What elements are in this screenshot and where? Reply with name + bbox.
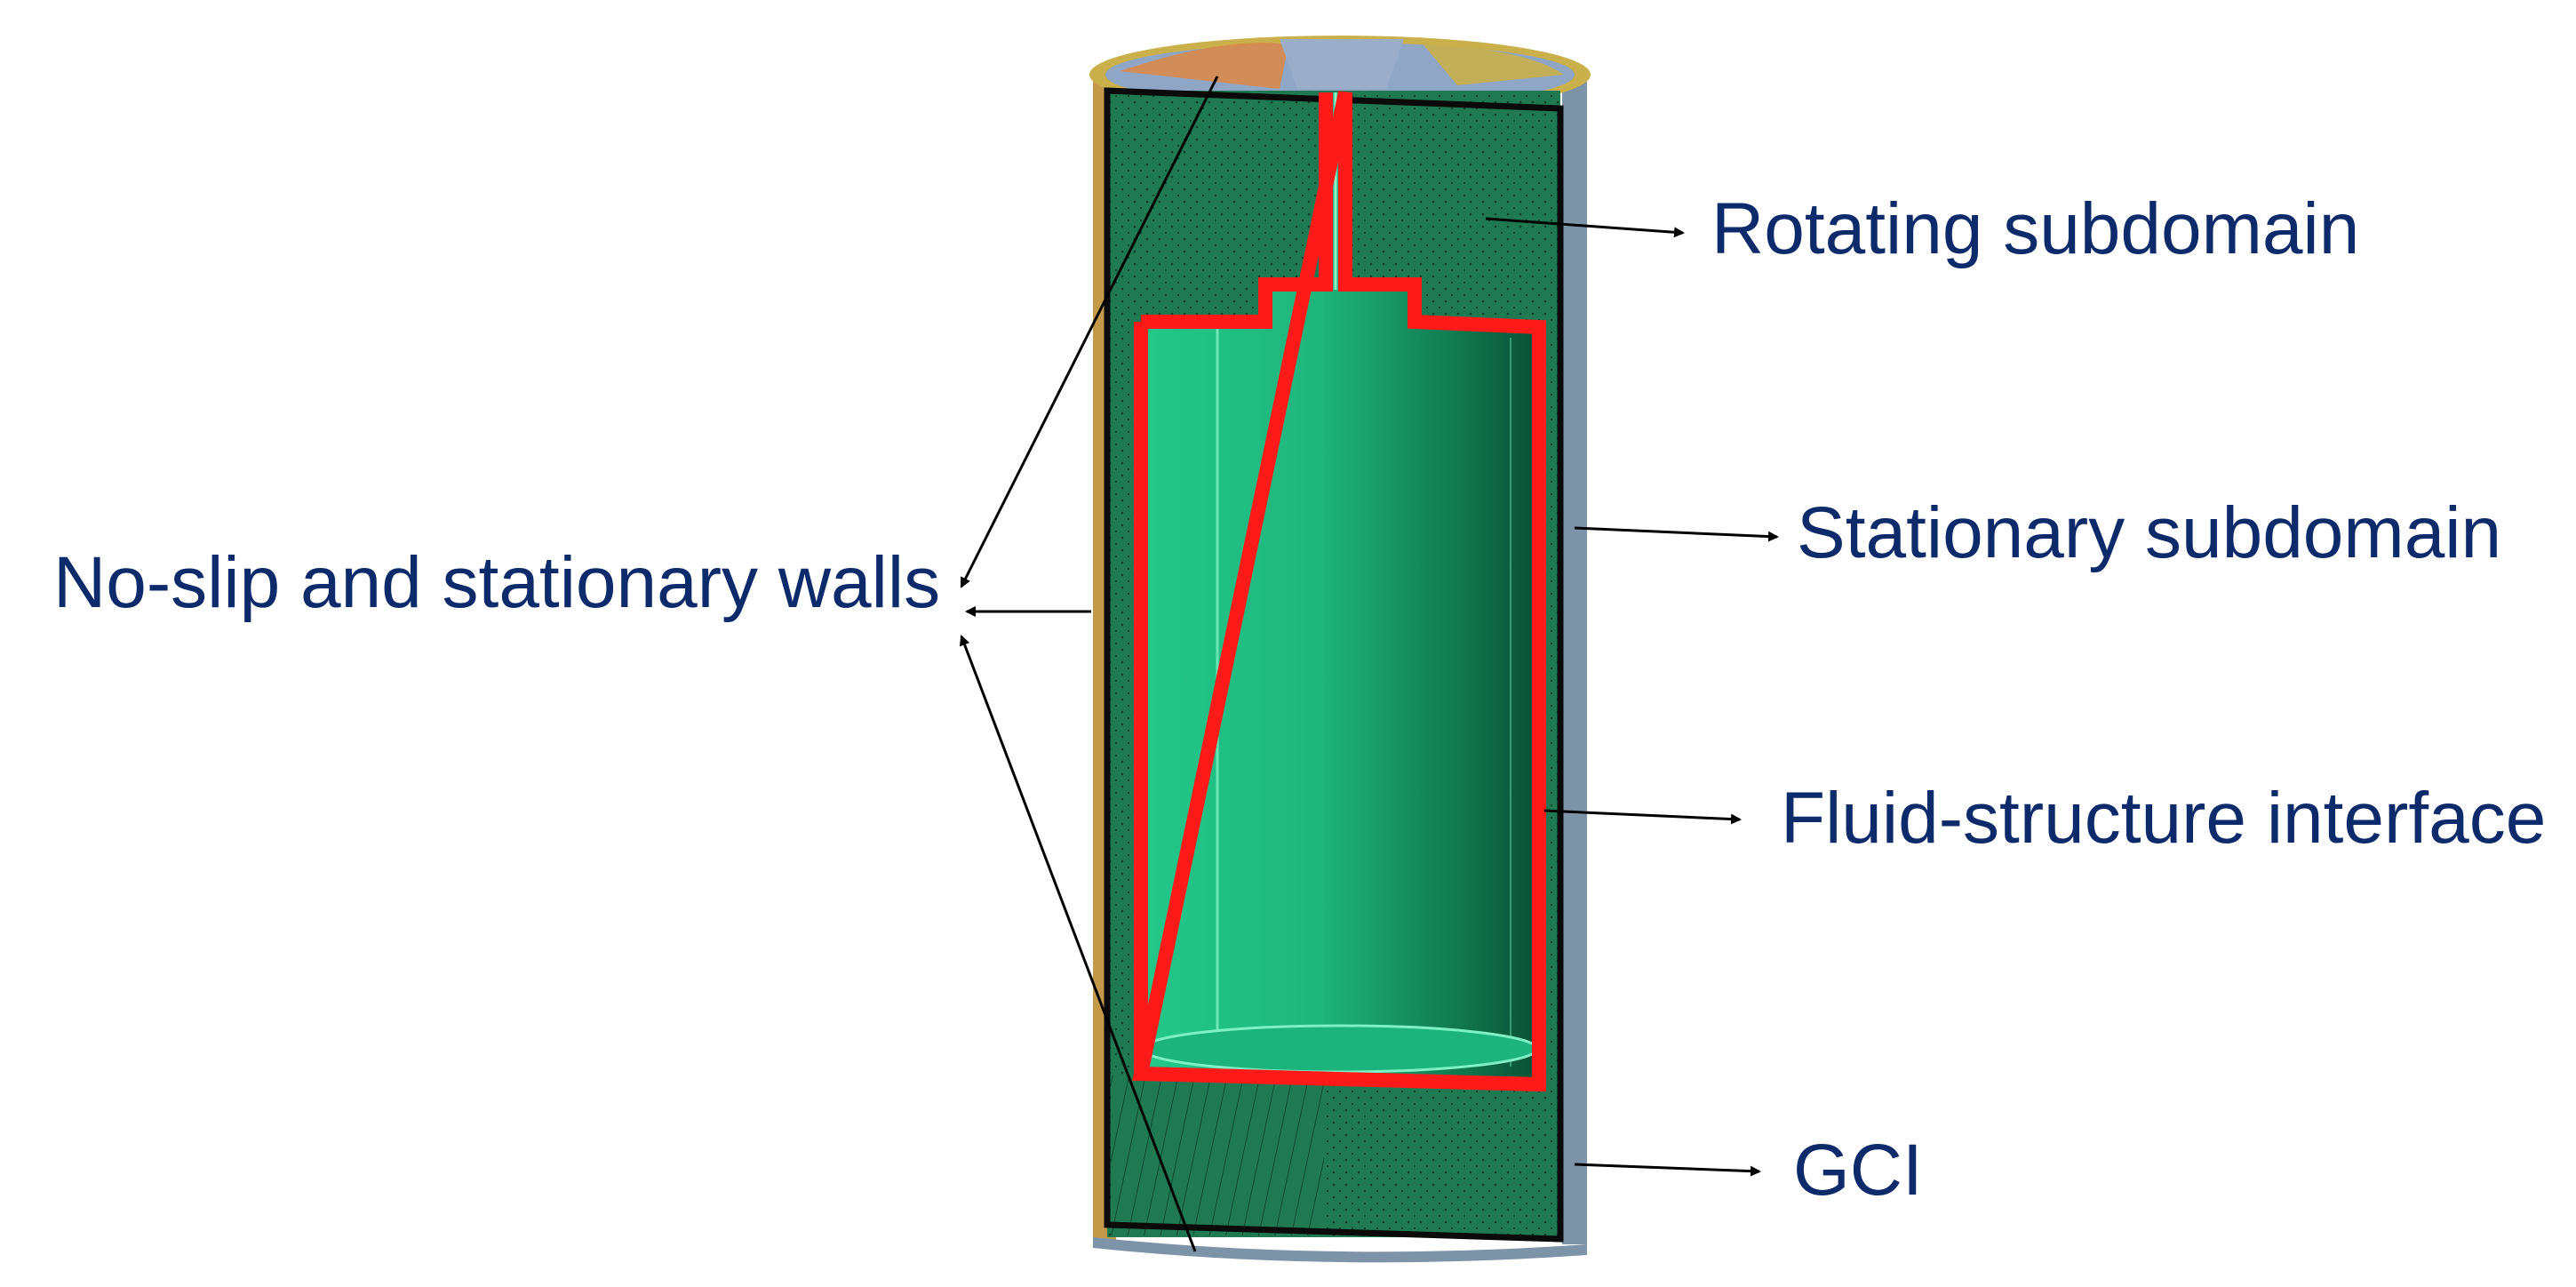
arrow-rotating [1485, 217, 1685, 238]
inner-structure [1132, 91, 1546, 1092]
label-no-slip-walls: No-slip and stationary walls [53, 542, 940, 623]
cup-bottom [1141, 1024, 1539, 1074]
bottom-cap [1093, 1237, 1587, 1263]
label-stationary-subdomain: Stationary subdomain [1797, 492, 2501, 573]
arrow-stationary [1574, 526, 1779, 542]
arrow-noslip-bottom [959, 635, 1197, 1252]
fsi-interface-outline [1132, 91, 1546, 1092]
arrow-fsi [1543, 809, 1742, 825]
domain-outline [1104, 87, 1564, 1243]
arrow-gci [1574, 1163, 1761, 1177]
cup-body [1143, 290, 1537, 1077]
labels: No-slip and stationary walls Rotating su… [53, 188, 2546, 1211]
label-fluid-structure-interface: Fluid-structure interface [1781, 778, 2546, 859]
arrow-noslip-top [960, 76, 1219, 588]
label-gci: GCI [1793, 1130, 1923, 1211]
arrows [959, 76, 1779, 1252]
bottom-swept-mesh [1111, 1075, 1324, 1235]
right-edge-strip [1562, 71, 1587, 1244]
label-rotating-subdomain: Rotating subdomain [1711, 188, 2359, 269]
